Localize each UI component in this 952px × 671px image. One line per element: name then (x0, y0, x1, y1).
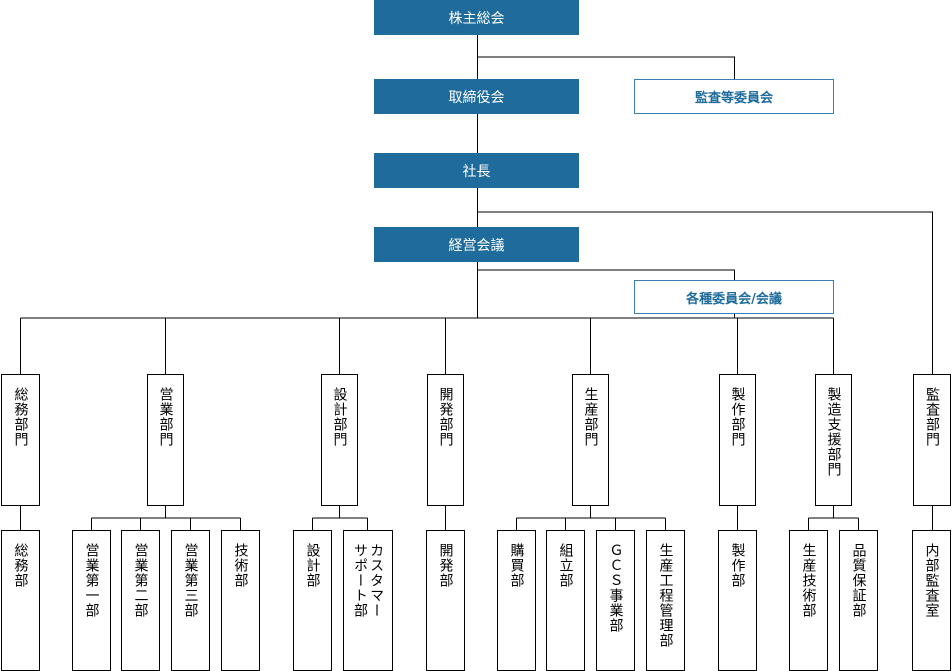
dept-sales: 営業部門 (147, 374, 184, 506)
sub-production-tech: 生産技術部 (789, 530, 828, 671)
sub-gcs: ＧＣＳ事業部 (596, 530, 635, 671)
connector-sub-design (312, 506, 368, 530)
dept-production: 生産部門 (572, 374, 609, 506)
sub-label: 生産工程管理部 (657, 543, 674, 648)
sub-label: 営業第一部 (83, 543, 100, 618)
dept-general-affairs: 総務部門 (1, 374, 40, 506)
connector-committees-loop (734, 314, 834, 319)
sub-sales-1: 営業第一部 (72, 530, 111, 671)
sub-label: 営業第二部 (132, 543, 149, 618)
sub-label: 設計部 (304, 543, 321, 588)
connector-sub-mfg-support (808, 506, 859, 530)
sub-assembly: 組立部 (546, 530, 585, 671)
sub-manufacturing: 製作部 (718, 530, 757, 671)
dept-label: 開発部門 (437, 387, 454, 447)
audit-committee-box: 監査等委員会 (634, 79, 834, 114)
dept-development: 開発部門 (427, 374, 464, 506)
sub-sales-3: 営業第三部 (171, 530, 210, 671)
board-of-directors-box: 取締役会 (374, 79, 579, 114)
sub-technical: 技術部 (221, 530, 260, 671)
dept-design: 設計部門 (321, 374, 358, 506)
sub-process-management: 生産工程管理部 (646, 530, 685, 671)
dept-manufacturing: 製作部門 (719, 374, 756, 506)
dept-label: 製造支援部門 (825, 387, 842, 477)
sub-label: 技術部 (232, 543, 249, 588)
dept-manufacturing-support: 製造支援部門 (815, 374, 852, 506)
sub-sales-2: 営業第二部 (121, 530, 160, 671)
sub-general-affairs: 総務部 (1, 530, 40, 671)
sub-purchasing: 購買部 (497, 530, 536, 671)
connector-audit-dept (477, 211, 933, 374)
sub-label: 品質保証部 (850, 543, 867, 618)
committees-box: 各種委員会/会議 (634, 280, 834, 314)
dept-label: 営業部門 (157, 387, 174, 447)
sub-label: 製作部 (729, 543, 746, 588)
dept-label: 生産部門 (582, 387, 599, 447)
sub-label: 開発部 (437, 543, 454, 588)
sub-label: 生産技術部 (800, 543, 817, 618)
connector-sub-production (516, 506, 666, 530)
sub-label: 営業第三部 (182, 543, 199, 618)
sub-label: カスタマー サポート部 (352, 543, 385, 618)
sub-label: 購買部 (508, 543, 525, 588)
shareholders-meeting-box: 株主総会 (374, 0, 579, 35)
dept-label: 製作部門 (729, 387, 746, 447)
sub-label: 総務部 (12, 543, 29, 588)
management-meeting-box: 経営会議 (374, 227, 579, 262)
president-box: 社長 (374, 153, 579, 188)
sub-quality-assurance: 品質保証部 (839, 530, 878, 671)
sub-internal-audit: 内部監査室 (912, 530, 951, 671)
connector-committees (477, 269, 735, 280)
sub-label: 組立部 (557, 543, 574, 588)
sub-development: 開発部 (426, 530, 465, 671)
sub-customer-support: カスタマー サポート部 (343, 530, 393, 671)
dept-audit: 監査部門 (913, 374, 951, 506)
sub-design: 設計部 (293, 530, 332, 671)
sub-label: 内部監査室 (923, 543, 940, 618)
connector-sub-sales (91, 506, 241, 530)
dept-label: 設計部門 (331, 387, 348, 447)
connector-audit-committee (477, 56, 735, 79)
sub-label: ＧＣＳ事業部 (607, 543, 624, 633)
dept-label: 総務部門 (12, 387, 29, 447)
dept-label: 監査部門 (924, 387, 941, 447)
